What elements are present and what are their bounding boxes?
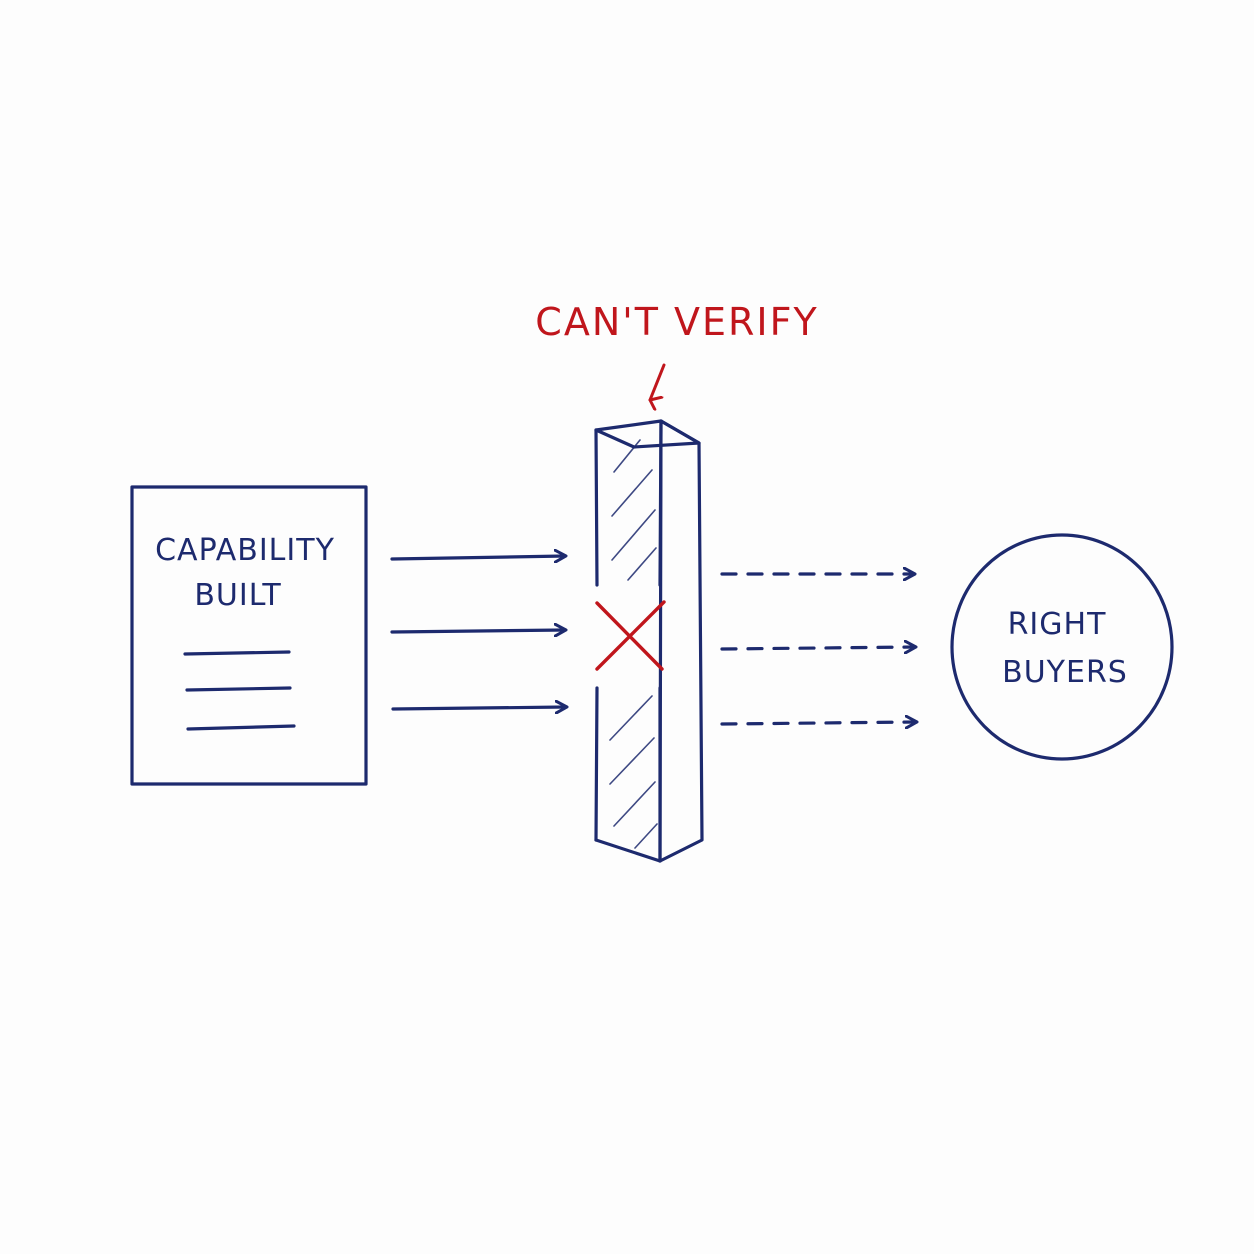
buyers-circle: RIGHT BUYERS [950,533,1174,761]
solid-arrow [390,556,565,559]
capability-document: CAPABILITY BUILT [130,485,368,786]
document-text-line [186,724,296,731]
barrier-front-left-edge-upper [594,428,599,587]
target-label-line2: BUYERS [1002,655,1128,690]
document-box [130,485,368,786]
solid-arrow [390,630,565,632]
target-circle [950,533,1174,761]
document-text-line [185,686,292,692]
barrier-front-left-edge-lower [594,686,599,842]
barrier-side-face [658,419,704,863]
barrier-bottom-edge [594,838,662,863]
outgoing-arrows [720,574,916,724]
verification-barrier [594,419,704,863]
blocked-x-icon [595,600,666,671]
incoming-arrows [390,556,566,709]
barrier-front-right-edge-upper [658,419,663,587]
pointer-arrow [648,363,666,400]
solid-arrow [391,707,566,709]
target-label-line1: RIGHT [1008,607,1107,642]
barrier-hatching-upper [611,439,657,581]
document-title-line2: BUILT [194,578,281,613]
barrier-hatching-lower [609,695,658,849]
document-text-line [183,650,291,656]
dashed-arrow [720,722,916,724]
dashed-arrow [720,647,915,649]
cant-verify-label: CAN'T VERIFY [535,300,818,344]
barrier-label: CAN'T VERIFY [535,300,818,400]
document-title-line1: CAPABILITY [155,533,335,568]
